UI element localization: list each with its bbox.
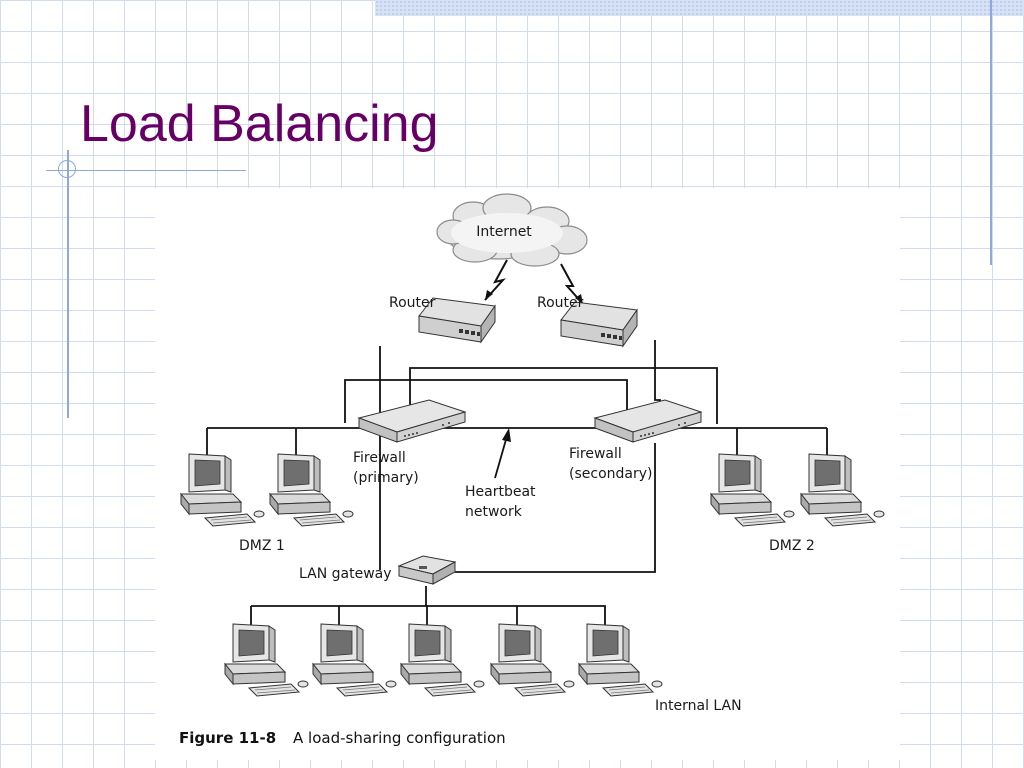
lightning-left-icon xyxy=(484,259,508,301)
lan-computer-1-icon xyxy=(224,623,309,697)
dmz1-computer-1-icon xyxy=(180,453,265,527)
decorative-vertical-line-right xyxy=(990,0,992,265)
firewall-primary-label-line2: (primary) xyxy=(353,470,419,486)
figure-caption-text: A load-sharing configuration xyxy=(293,729,506,747)
link-firewall-secondary-gateway xyxy=(455,443,656,573)
network-links xyxy=(206,340,828,626)
internal-lan-label: Internal LAN xyxy=(655,698,742,714)
lan-gateway-label: LAN gateway xyxy=(299,566,392,582)
lan-computer-4-icon xyxy=(490,623,575,697)
firewall-secondary-icon xyxy=(594,399,702,443)
lightning-left-arrowhead xyxy=(485,290,493,300)
internet-cloud-icon xyxy=(436,193,588,267)
firewall-primary-icon xyxy=(358,399,466,443)
firewall-secondary-label-line2: (secondary) xyxy=(569,466,652,482)
decorative-title-underline xyxy=(46,170,246,171)
decorative-circle xyxy=(58,160,76,178)
lan-computer-5-icon xyxy=(578,623,663,697)
router-right-label: Router xyxy=(537,295,584,311)
link-lan-bus xyxy=(251,605,606,626)
heartbeat-arrowhead xyxy=(502,428,511,442)
slide-top-band xyxy=(375,0,1024,16)
lan-gateway-icon xyxy=(397,555,457,585)
link-loop-outer xyxy=(344,379,628,423)
figure-caption-number: Figure 11-8 xyxy=(179,729,276,747)
heartbeat-arrow xyxy=(494,435,508,479)
dmz2-computer-1-icon xyxy=(710,453,795,527)
dmz2-label: DMZ 2 xyxy=(769,538,815,554)
network-diagram: Internet Router Router Firewall (primary… xyxy=(179,193,885,747)
lan-computer-2-icon xyxy=(312,623,397,697)
dmz1-label: DMZ 1 xyxy=(239,538,285,554)
firewall-primary-label-line1: Firewall xyxy=(353,450,406,466)
slide-title: Load Balancing xyxy=(80,95,439,153)
network-diagram-figure: Internet Router Router Firewall (primary… xyxy=(155,188,900,760)
lan-computer-3-icon xyxy=(400,623,485,697)
dmz1-computer-2-icon xyxy=(269,453,354,527)
dmz2-computer-2-icon xyxy=(800,453,885,527)
heartbeat-label-line2: network xyxy=(465,504,523,520)
heartbeat-label-line1: Heartbeat xyxy=(465,484,536,500)
firewall-secondary-label-line1: Firewall xyxy=(569,446,622,462)
decorative-vertical-line-left xyxy=(67,150,69,418)
lightning-right-icon xyxy=(560,263,584,305)
link-loop-inner xyxy=(409,367,718,424)
lightning-right-arrowhead xyxy=(575,294,583,304)
internet-label: Internet xyxy=(476,224,532,240)
router-left-label: Router xyxy=(389,295,436,311)
